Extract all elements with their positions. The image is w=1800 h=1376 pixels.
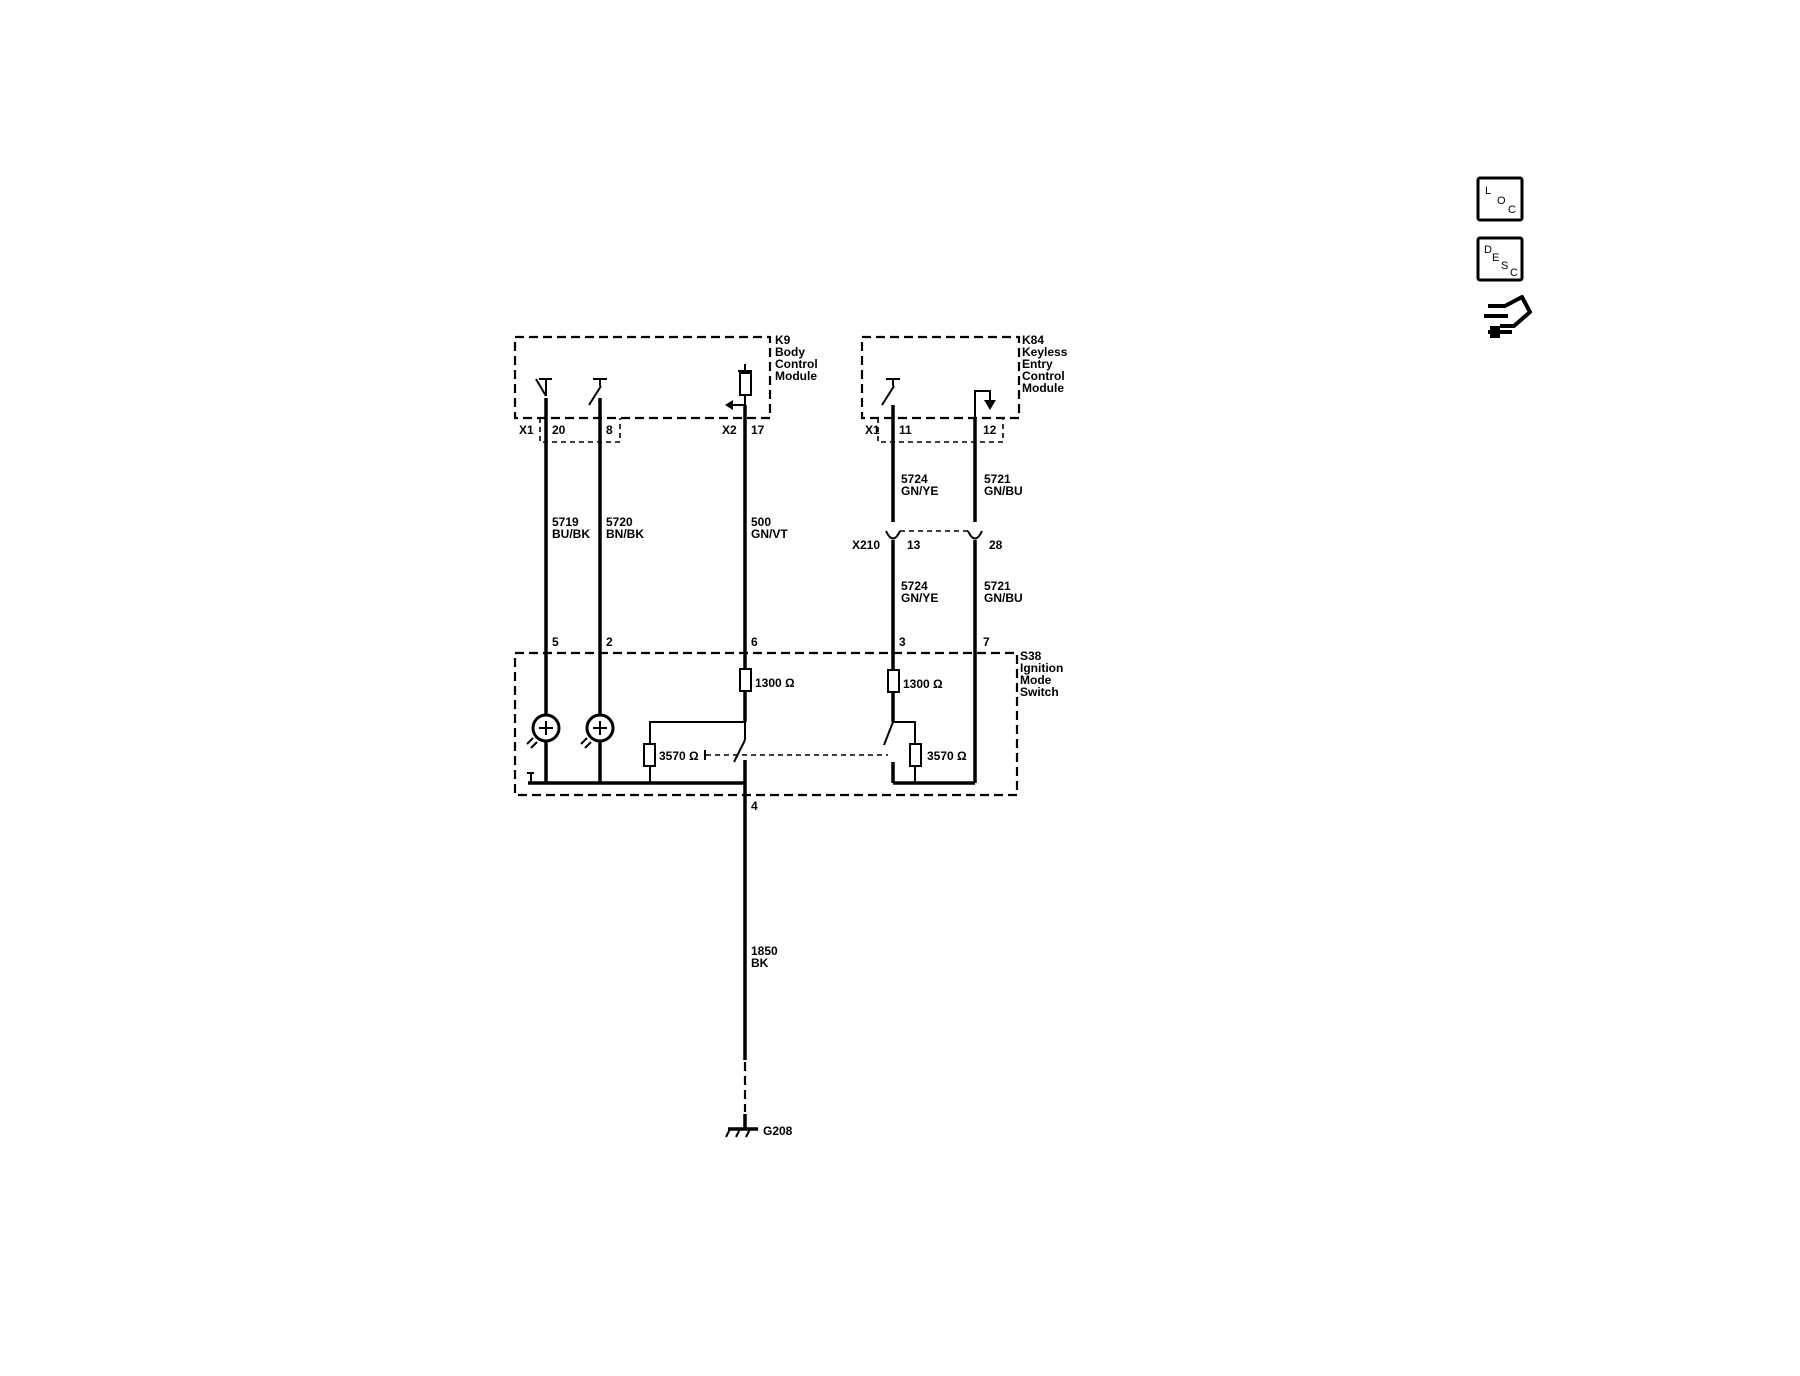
module-name-line: Switch xyxy=(1020,685,1059,699)
pin-label: 20 xyxy=(552,423,566,437)
wire-color: BU/BK xyxy=(552,527,590,541)
description-icon-letter: E xyxy=(1492,252,1499,264)
pin-label: 28 xyxy=(989,538,1003,552)
input-arrow-icon xyxy=(974,390,996,418)
module-name-line: Keyless xyxy=(1022,345,1068,359)
module-id: K9 xyxy=(775,333,791,347)
wire-color: GN/BU xyxy=(984,484,1023,498)
circuit-number: 1850 xyxy=(751,944,778,958)
resistor-icon xyxy=(643,743,656,767)
switch-icon xyxy=(881,378,900,406)
wire-5724-upper[interactable]: 5724 GN/YE xyxy=(891,405,938,522)
module-s38-ignition-mode-switch[interactable]: S38 Ignition Mode Switch 5 2 6 3 7 4 130… xyxy=(513,635,1063,813)
module-name-line: Mode xyxy=(1020,673,1052,687)
module-id: K84 xyxy=(1022,333,1044,347)
pin-label: 7 xyxy=(983,635,990,649)
resistor-icon xyxy=(909,743,922,767)
module-id: S38 xyxy=(1020,649,1042,663)
resistor-icon xyxy=(739,668,752,692)
pin-label: 4 xyxy=(751,799,758,813)
wire-color: BN/BK xyxy=(606,527,644,541)
ground-g208[interactable]: G208 xyxy=(725,1114,793,1138)
pin-label: 3 xyxy=(899,635,906,649)
location-button[interactable]: L O C xyxy=(1476,176,1524,222)
switch-icon xyxy=(883,721,894,746)
wire-5724-lower[interactable]: 5724 GN/YE xyxy=(891,540,938,672)
switch-icon xyxy=(704,722,746,763)
wire-color: GN/YE xyxy=(901,484,938,498)
pin-label: 11 xyxy=(899,423,912,437)
circuit-number: 5721 xyxy=(984,472,1011,486)
connector-end-view-button[interactable] xyxy=(1484,295,1532,338)
resistor-value: 1300 Ω xyxy=(903,677,943,691)
description-button[interactable]: D E S C xyxy=(1476,236,1524,282)
wire-5721-upper[interactable]: 5721 GN/BU xyxy=(973,418,1023,522)
connector-end-view-icon xyxy=(1484,295,1532,338)
wire-color: BK xyxy=(751,956,769,970)
wire-color: GN/BU xyxy=(984,591,1023,605)
pin-label: 6 xyxy=(751,635,758,649)
location-icon-letter: L xyxy=(1485,185,1491,197)
description-icon-letter: D xyxy=(1484,244,1492,256)
ground-label: G208 xyxy=(763,1124,793,1138)
ground-icon xyxy=(725,1114,758,1138)
lamp-icon xyxy=(580,713,615,749)
pin-label: 2 xyxy=(606,635,613,649)
pin-label: 5 xyxy=(552,635,559,649)
wire-5721-lower[interactable]: 5721 GN/BU xyxy=(973,540,1023,783)
connector-label: X210 xyxy=(852,538,880,552)
connector-label: X1 xyxy=(519,423,534,437)
module-name-line: Module xyxy=(1022,381,1064,395)
module-name-line: Control xyxy=(775,357,818,371)
switch-icon xyxy=(535,378,552,397)
circuit-number: 5724 xyxy=(901,579,928,593)
location-icon-letter: O xyxy=(1497,195,1506,207)
circuit-number: 5721 xyxy=(984,579,1011,593)
pin-label: 8 xyxy=(606,423,613,437)
wire-500[interactable]: 500 GN/VT xyxy=(743,405,788,670)
output-driver-icon xyxy=(725,364,752,410)
pin-label: 12 xyxy=(983,423,997,437)
resistor-value: 3570 Ω xyxy=(659,749,699,763)
resistor-value: 1300 Ω xyxy=(755,676,795,690)
module-name-line: Control xyxy=(1022,369,1065,383)
module-k84-keyless-entry[interactable]: K84 Keyless Entry Control Module X1 11 1… xyxy=(860,333,1068,443)
resistor-icon xyxy=(887,669,900,693)
inline-connector-x210[interactable]: X210 13 28 xyxy=(852,530,1003,552)
connector-label: X2 xyxy=(722,423,737,437)
module-name-line: Body xyxy=(775,345,805,359)
lamp-icon xyxy=(526,713,561,749)
circuit-number: 5720 xyxy=(606,515,633,529)
wire-1850[interactable]: 1850 BK xyxy=(743,795,778,1112)
connector-label: X1 xyxy=(865,423,880,437)
pin-label: 17 xyxy=(751,423,765,437)
resistor-value: 3570 Ω xyxy=(927,749,967,763)
circuit-number: 5719 xyxy=(552,515,579,529)
switch-icon xyxy=(588,378,607,406)
pin-label: 13 xyxy=(907,538,921,552)
module-name-line: Ignition xyxy=(1020,661,1063,675)
module-name-line: Entry xyxy=(1022,357,1053,371)
description-icon-letter: S xyxy=(1501,260,1508,272)
description-icon-letter: C xyxy=(1510,267,1518,279)
circuit-number: 500 xyxy=(751,515,771,529)
wire-color: GN/VT xyxy=(751,527,788,541)
module-name-line: Module xyxy=(775,369,817,383)
wire-color: GN/YE xyxy=(901,591,938,605)
location-icon-letter: C xyxy=(1508,204,1516,216)
circuit-number: 5724 xyxy=(901,472,928,486)
module-k9-body-control[interactable]: K9 Body Control Module X1 20 8 X2 17 xyxy=(513,333,818,443)
